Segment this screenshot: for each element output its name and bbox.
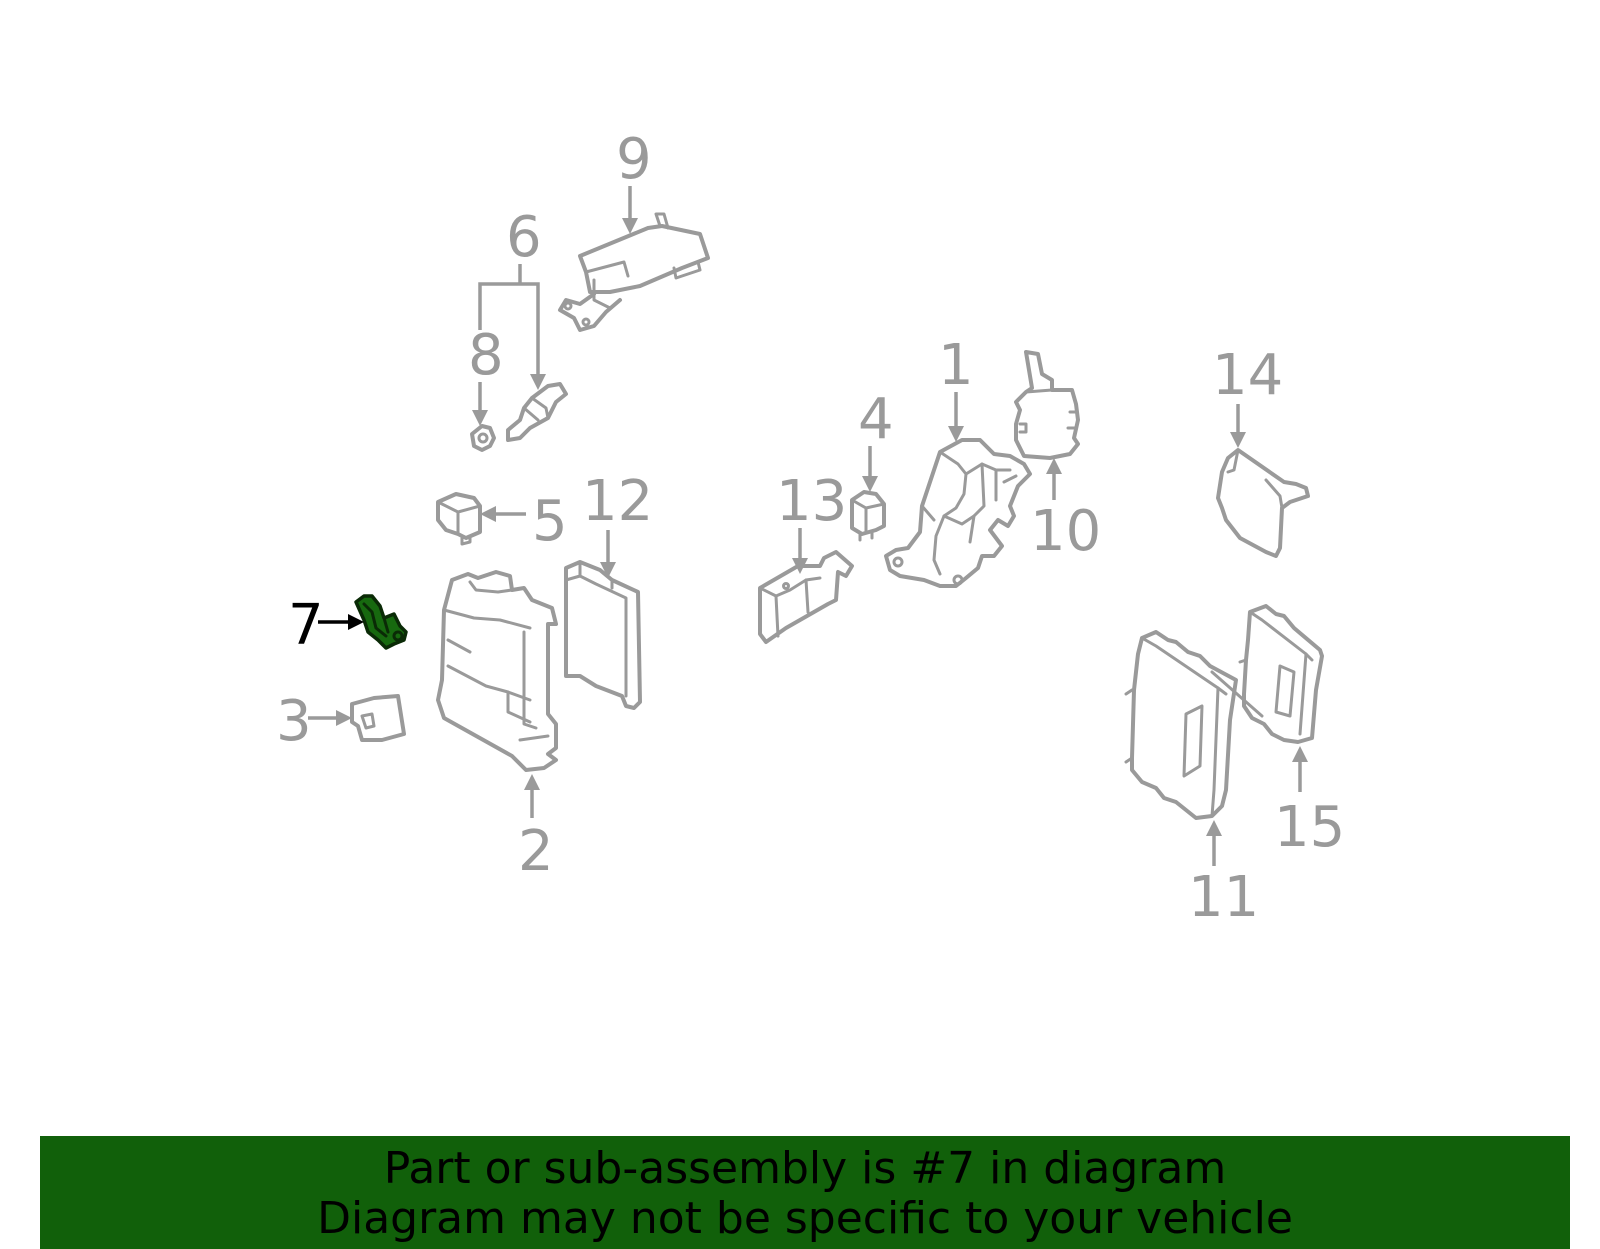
part-10-bracket[interactable] — [1014, 350, 1080, 460]
callout-13[interactable]: 13 — [776, 469, 847, 534]
part-13-cover[interactable] — [758, 550, 854, 644]
callout-3[interactable]: 3 — [276, 689, 312, 754]
callout-15[interactable]: 15 — [1274, 795, 1345, 860]
part-11-ecu[interactable] — [1124, 630, 1238, 820]
part-14-bracket[interactable] — [1216, 448, 1310, 558]
part-6-connector[interactable] — [506, 382, 568, 442]
banner-line-disclaimer: Diagram may not be specific to your vehi… — [317, 1193, 1293, 1244]
callout-8[interactable]: 8 — [468, 323, 504, 388]
part-2-junction-block[interactable] — [436, 570, 558, 772]
callout-6[interactable]: 6 — [506, 205, 542, 270]
leader-13 — [792, 528, 808, 574]
leader-4 — [862, 446, 878, 492]
leader-10 — [1046, 458, 1062, 500]
leader-8 — [472, 382, 488, 426]
callout-7[interactable]: 7 — [288, 593, 324, 658]
callout-10[interactable]: 10 — [1030, 499, 1101, 564]
part-4-relay[interactable] — [850, 490, 886, 542]
part-1-bracket[interactable] — [884, 438, 1032, 588]
callout-11[interactable]: 11 — [1188, 865, 1259, 930]
part-7-highlighted[interactable] — [354, 594, 408, 650]
part-9-module[interactable] — [558, 212, 710, 332]
callout-2[interactable]: 2 — [518, 819, 554, 884]
part-3-bracket[interactable] — [350, 694, 406, 742]
leader-11 — [1206, 820, 1222, 866]
leader-9 — [622, 186, 638, 234]
banner-line-part-number: Part or sub-assembly is #7 in diagram — [383, 1143, 1227, 1194]
callout-9[interactable]: 9 — [616, 127, 652, 192]
leader-6 — [478, 264, 546, 390]
connector-line-11-15 — [1210, 670, 1264, 718]
leader-1 — [948, 392, 964, 442]
part-8-nut[interactable] — [470, 424, 496, 452]
callout-1[interactable]: 1 — [938, 333, 974, 398]
callout-12[interactable]: 12 — [582, 469, 653, 534]
leader-12 — [600, 530, 616, 578]
callout-5[interactable]: 5 — [532, 489, 568, 554]
leader-14 — [1230, 404, 1246, 448]
leader-5 — [480, 506, 526, 522]
part-12-ecu[interactable] — [564, 560, 642, 710]
part-15-ecu[interactable] — [1238, 604, 1324, 744]
leader-3 — [308, 710, 352, 726]
leader-7 — [318, 614, 364, 630]
part-5-relay[interactable] — [436, 492, 482, 546]
leader-2 — [524, 774, 540, 818]
leader-15 — [1292, 746, 1308, 792]
info-banner: Part or sub-assembly is #7 in diagram Di… — [40, 1136, 1570, 1249]
callout-4[interactable]: 4 — [858, 387, 894, 452]
callout-14[interactable]: 14 — [1212, 343, 1283, 408]
